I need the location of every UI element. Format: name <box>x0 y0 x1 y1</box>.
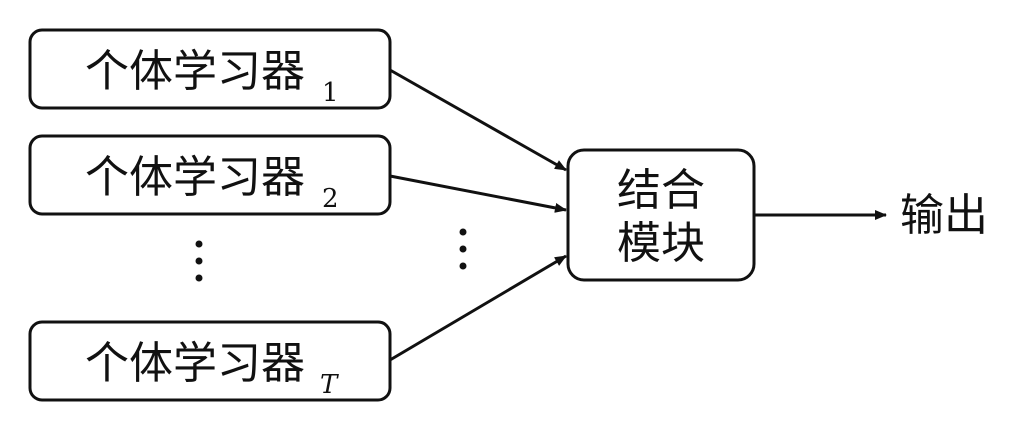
learner-box-1: 个体学习器 1 <box>28 28 392 110</box>
learner-2-label: 个体学习器 <box>85 152 305 203</box>
learner-2-subscript: 2 <box>322 184 339 214</box>
learner-ellipsis <box>195 240 203 282</box>
output-label: 输出 <box>900 190 988 241</box>
learner-1-subscript: 1 <box>322 78 339 108</box>
combiner-label-line2: 模块 <box>617 218 705 269</box>
arrow-learner-1-to-combiner <box>389 68 567 172</box>
learner-t-label: 个体学习器 <box>85 338 305 389</box>
arrow-learner-2-to-combiner <box>389 174 567 213</box>
learner-box-t: 个体学习器 T <box>28 320 392 402</box>
learner-1-label: 个体学习器 <box>85 46 305 97</box>
combiner-box: 结合 模块 <box>566 148 756 282</box>
learner-box-2: 个体学习器 2 <box>28 134 392 216</box>
arrow-ellipsis <box>459 228 467 270</box>
combiner-label-line1: 结合 <box>617 165 705 216</box>
arrow-learner-t-to-combiner <box>389 254 567 362</box>
learner-t-subscript: T <box>320 370 339 400</box>
